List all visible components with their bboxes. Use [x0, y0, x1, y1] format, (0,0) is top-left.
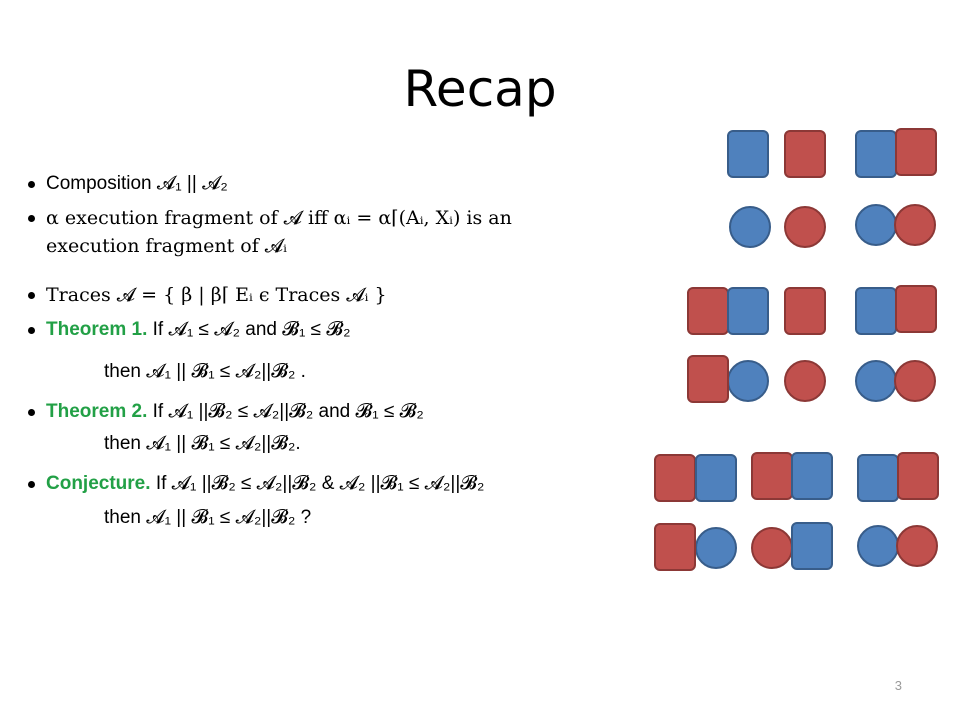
red-circle: [751, 527, 793, 569]
bullet-dot: [28, 481, 35, 488]
page-number: 3: [894, 678, 902, 693]
red-circle: [896, 525, 938, 567]
bullet-theorem-2: Theorem 2. If 𝓐₁ ||𝓑₂ ≤ 𝓐₂||𝓑₂ and 𝓑₁ ≤ …: [46, 400, 424, 424]
theorem-2-label: Theorem 2.: [46, 401, 148, 422]
blue-circle: [729, 206, 771, 248]
red-square: [895, 128, 937, 176]
red-circle: [894, 204, 936, 246]
bullet-dot: [28, 409, 35, 416]
red-square: [687, 287, 729, 335]
blue-square: [695, 454, 737, 502]
conjecture-condition: If 𝓐₁ ||𝓑₂ ≤ 𝓐₂||𝓑₂ & 𝓐₂ ||𝓑₁ ≤ 𝓐₂||𝓑₂: [155, 473, 485, 494]
blue-square: [727, 287, 769, 335]
slide-title: Recap: [403, 60, 557, 118]
bullet-dot: [28, 327, 35, 334]
blue-square: [791, 452, 833, 500]
theorem-1-conclusion: then 𝓐₁ || 𝓑₁ ≤ 𝓐₂||𝓑₂ .: [104, 361, 306, 382]
blue-circle: [857, 525, 899, 567]
red-square: [784, 130, 826, 178]
blue-square: [727, 130, 769, 178]
bullet-dot: [28, 292, 35, 299]
theorem-2-condition: If 𝓐₁ ||𝓑₂ ≤ 𝓐₂||𝓑₂ and 𝓑₁ ≤ 𝓑₂: [152, 401, 424, 422]
theorem-2-conclusion: then 𝓐₁ || 𝓑₁ ≤ 𝓐₂||𝓑₂.: [104, 433, 301, 454]
red-circle: [894, 360, 936, 402]
conjecture-label: Conjecture.: [46, 473, 151, 494]
red-square: [687, 355, 729, 403]
red-square: [897, 452, 939, 500]
blue-square: [855, 287, 897, 335]
blue-circle: [695, 527, 737, 569]
blue-circle: [855, 204, 897, 246]
bullet-dot: [28, 181, 35, 188]
bullet-traces: Traces 𝓐 = { β | β⌈ Eᵢ ϵ Traces 𝓐ᵢ }: [46, 284, 387, 306]
bullet-theorem-1: Theorem 1. If 𝓐₁ ≤ 𝓐₂ and 𝓑₁ ≤ 𝓑₂: [46, 318, 351, 342]
blue-square: [857, 454, 899, 502]
theorem-1-condition: If 𝓐₁ ≤ 𝓐₂ and 𝓑₁ ≤ 𝓑₂: [152, 319, 351, 340]
bullet-dot: [28, 215, 35, 222]
theorem-1-label: Theorem 1.: [46, 319, 148, 340]
bullet-conjecture: Conjecture. If 𝓐₁ ||𝓑₂ ≤ 𝓐₂||𝓑₂ & 𝓐₂ ||𝓑…: [46, 472, 484, 496]
red-square: [895, 285, 937, 333]
blue-circle: [855, 360, 897, 402]
bullet-composition: Composition 𝓐₁ || 𝓐₂: [46, 173, 228, 194]
blue-square: [791, 522, 833, 570]
red-circle: [784, 206, 826, 248]
red-square: [654, 454, 696, 502]
red-square: [784, 287, 826, 335]
red-square: [751, 452, 793, 500]
blue-circle: [727, 360, 769, 402]
bullet-execution-fragment-cont: execution fragment of 𝓐ᵢ: [46, 235, 287, 257]
red-circle: [784, 360, 826, 402]
red-square: [654, 523, 696, 571]
blue-square: [855, 130, 897, 178]
bullet-execution-fragment: α execution fragment of 𝓐 iff αᵢ = α⌈(Aᵢ…: [46, 207, 512, 229]
conjecture-conclusion: then 𝓐₁ || 𝓑₁ ≤ 𝓐₂||𝓑₂ ?: [104, 507, 312, 528]
